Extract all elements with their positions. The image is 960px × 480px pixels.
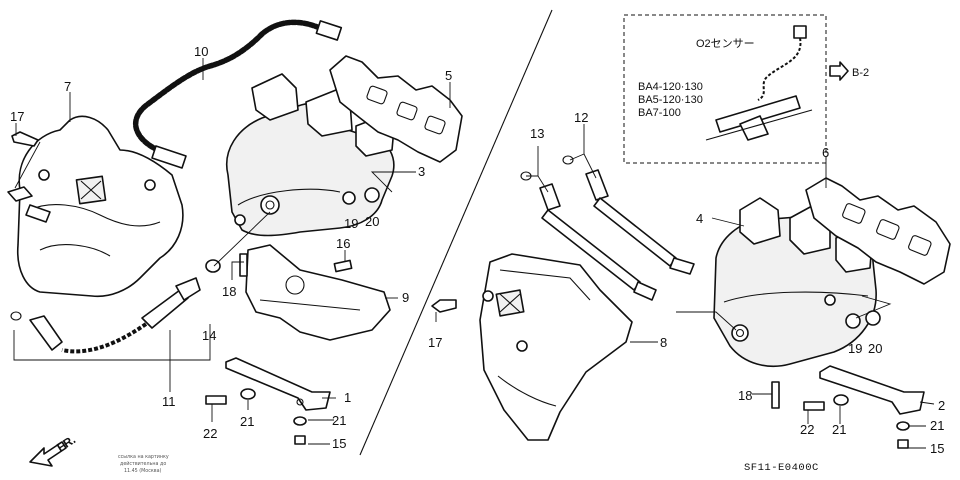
callout-15-left: 15 [332,436,346,451]
inset-code-2: BA5-120·130 [638,94,703,106]
callout-14: 14 [202,328,216,343]
callout-8: 8 [660,335,667,350]
callout-18-right: 18 [738,388,752,403]
callout-13: 13 [530,126,544,141]
callout-21-right-a: 21 [832,422,846,437]
inset-sensor-drawing [705,25,813,141]
callout-22-left: 22 [203,426,217,441]
inset-code-1: BA4-120·130 [638,81,703,93]
callout-11: 11 [162,394,176,409]
callout-1: 1 [344,390,351,405]
stamp-line-2: действительна до [120,460,166,467]
callout-20-right: 20 [868,341,882,356]
callout-4: 4 [696,211,703,226]
figure-code: SF11-E0400C [744,462,819,474]
exhaust-manifold-right [713,197,877,368]
callout-21-left-b: 21 [332,413,346,428]
callout-3: 3 [418,164,425,179]
heat-shield-left [7,115,184,298]
divider-line [359,9,553,456]
callout-18-left: 18 [222,284,236,299]
fasteners-left [11,131,380,445]
callout-17-left: 17 [10,109,24,124]
inset-code-3: BA7-100 [638,107,681,119]
callout-9: 9 [402,290,409,305]
callout-15-right: 15 [930,441,944,456]
gasket-right [805,177,951,285]
reference-arrow [829,61,849,81]
o2-sensor-lower-left [10,277,201,354]
stamp-line-1: ссылка на картинку [118,455,169,460]
callout-17-right: 17 [428,335,442,350]
callout-19-right: 19 [848,341,862,356]
callout-20-left: 20 [365,214,379,229]
bracket-right [819,365,925,415]
o2-sensor-wired [133,19,343,169]
fasteners-right [431,299,910,449]
inset-sensor-label: O2センサー [696,37,755,50]
gasket-left [329,55,463,163]
callout-numbers: 17 7 10 5 3 19 20 16 18 9 14 11 1 22 21 … [10,44,945,456]
callout-10: 10 [194,44,208,59]
front-direction-arrow [29,441,67,467]
callout-16: 16 [336,236,350,251]
callout-21-left-a: 21 [240,414,254,429]
o2-sensors-right [520,155,695,301]
callout-21-right-b: 21 [930,418,944,433]
lower-heat-shield-left [245,244,391,341]
callout-22-right: 22 [800,422,814,437]
inset-box [623,14,827,164]
reference-label: B-2 [852,67,869,79]
stamp-line-3: 11.45 (Москва) [124,468,162,474]
heat-shield-right [479,253,633,441]
leader-lines [13,58,935,449]
callout-12: 12 [574,110,588,125]
callout-7: 7 [64,79,71,94]
callout-6: 6 [822,145,829,160]
callout-5: 5 [445,68,452,83]
callout-2: 2 [938,398,945,413]
bracket-left [225,357,331,411]
callout-19-left: 19 [344,216,358,231]
